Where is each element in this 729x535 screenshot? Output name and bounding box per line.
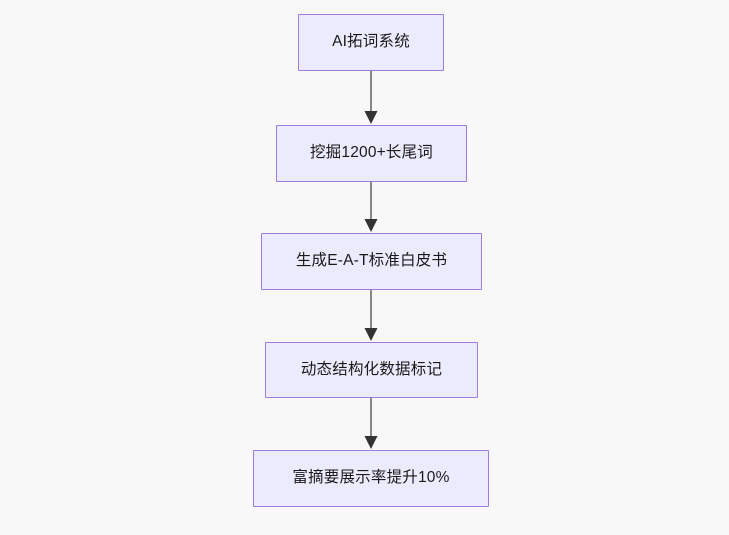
arrowhead-icon [364, 111, 378, 124]
edge-node3-to-node4 [364, 290, 378, 341]
edge-node2-to-node3 [364, 182, 378, 232]
flow-node-rich-snippet-impression-lift[interactable]: 富摘要展示率提升10% [253, 450, 489, 507]
arrowhead-icon [364, 328, 378, 341]
arrowhead-icon [364, 219, 378, 232]
flow-node-ai-keyword-system[interactable]: AI拓词系统 [298, 14, 444, 71]
arrowhead-icon [364, 436, 378, 449]
flow-node-label: 动态结构化数据标记 [300, 360, 443, 378]
flow-node-label: AI拓词系统 [332, 33, 410, 51]
flow-node-label: 挖掘1200+长尾词 [309, 144, 434, 162]
flow-node-mine-longtail-keywords[interactable]: 挖掘1200+长尾词 [276, 125, 467, 182]
edge-node1-to-node2 [364, 71, 378, 124]
flow-node-generate-eat-whitepaper[interactable]: 生成E-A-T标准白皮书 [261, 233, 482, 290]
flow-node-label: 富摘要展示率提升10% [292, 469, 450, 487]
edge-node4-to-node5 [364, 398, 378, 449]
flow-node-label: 生成E-A-T标准白皮书 [295, 252, 448, 270]
flow-node-dynamic-structured-data-markup[interactable]: 动态结构化数据标记 [265, 342, 478, 398]
